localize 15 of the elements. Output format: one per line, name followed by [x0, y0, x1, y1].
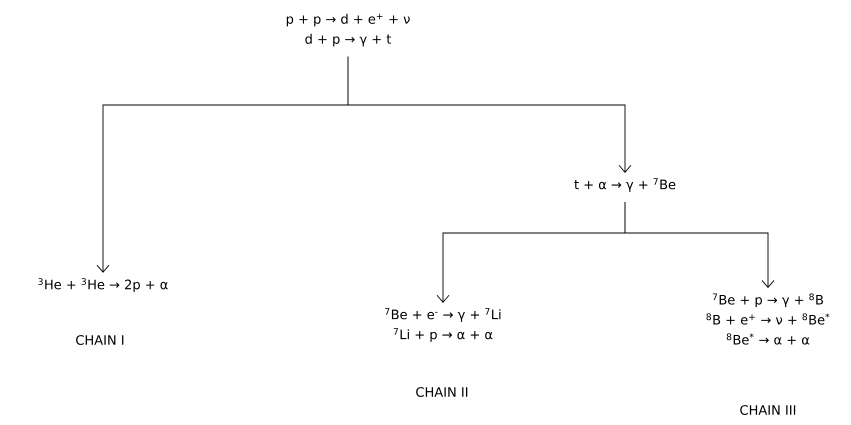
- node-label: $^{8}$Be$^{*}$ → α + α: [726, 333, 810, 345]
- chain-label: CHAIN II: [416, 387, 468, 397]
- node-label: $^{7}$Li + p → α + α: [394, 328, 492, 342]
- reaction-text: t + α → γ + $^{7}$Be: [574, 178, 676, 192]
- reaction-text: $^{3}$He + $^{3}$He → 2p + α: [38, 278, 168, 292]
- reaction-text: p + p → d + e$^{+}$ + ν d + p → γ + t: [286, 14, 410, 46]
- reaction-text: $^{7}$Be + e$^{-}$ → γ + $^{7}$Li $^{7}$Li + p → α + α: [385, 308, 500, 342]
- arrow: [624, 202, 774, 288]
- reaction-text: $^{7}$Be + p → γ + $^{8}$B $^{8}$B + e$^{+}$ → ν + $^{8}$Be$^{*}$ $^{8}$Be$^{*}$ → α + α: [706, 293, 830, 345]
- node-label: $^{7}$Be + e$^{-}$ → γ + $^{7}$Li: [385, 308, 500, 322]
- arrow: [348, 56, 632, 173]
- chain-label: CHAIN I: [76, 335, 124, 345]
- node-label: $^{8}$B + e$^{+}$ → ν + $^{8}$Be$^{*}$: [706, 313, 830, 325]
- node-label: $^{7}$Be + p → γ + $^{8}$B: [712, 293, 823, 308]
- chain-label: CHAIN III: [740, 405, 796, 415]
